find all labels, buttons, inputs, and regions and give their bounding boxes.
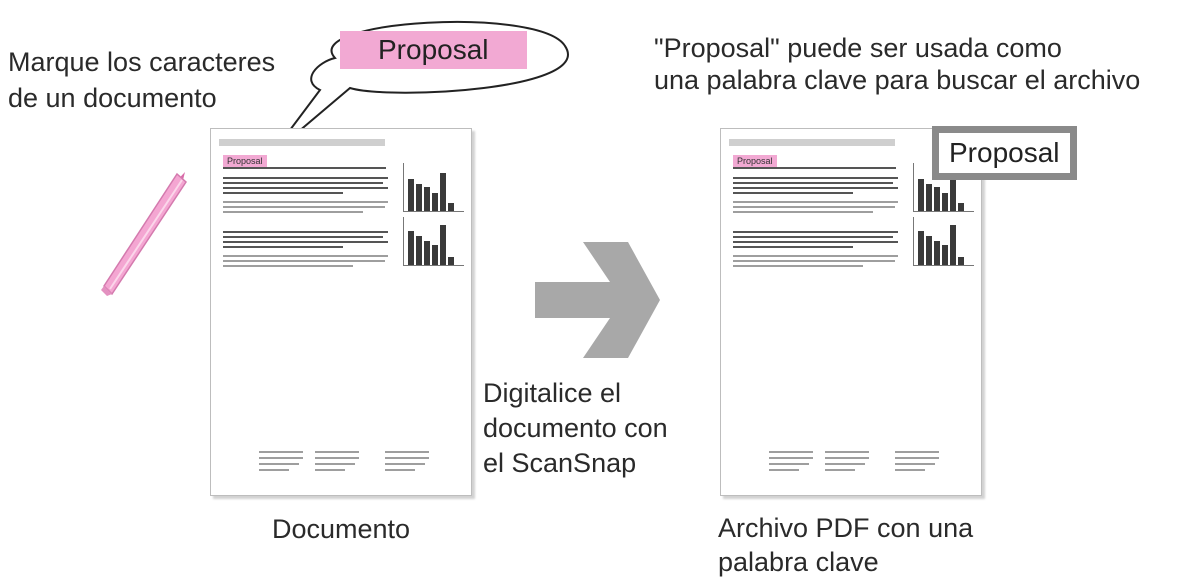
keyword-box: Proposal	[932, 126, 1077, 180]
text-line	[385, 463, 425, 465]
left-document-label: Documento	[272, 514, 411, 544]
text-line	[259, 469, 289, 471]
text-line	[223, 201, 388, 203]
pdf-document: Proposal	[720, 128, 982, 496]
text-line	[733, 236, 893, 238]
text-line	[223, 241, 388, 243]
doc-title-bar	[729, 139, 895, 146]
text-line	[223, 255, 388, 257]
text-line	[223, 246, 343, 248]
text-line	[315, 463, 355, 465]
text-line	[733, 177, 898, 179]
text-line	[223, 187, 388, 189]
text-line	[895, 457, 939, 459]
scan-text-line-3: el ScanSnap	[483, 448, 637, 478]
doc-header-rule	[223, 167, 386, 169]
right-document-label-line-1: Archivo PDF con una	[718, 513, 974, 543]
text-line	[315, 457, 359, 459]
text-line	[733, 187, 898, 189]
highlighter-marker-icon	[101, 172, 187, 296]
text-line	[733, 255, 898, 257]
text-line	[825, 469, 855, 471]
text-line	[223, 182, 383, 184]
text-line	[895, 469, 925, 471]
text-line	[825, 451, 869, 453]
text-line	[223, 236, 383, 238]
text-line	[895, 463, 935, 465]
text-line	[259, 451, 303, 453]
right-document-label-line-2: palabra clave	[718, 547, 879, 577]
mini-bar-chart	[913, 163, 974, 212]
text-line	[733, 192, 853, 194]
text-line	[223, 177, 388, 179]
text-line	[733, 241, 898, 243]
text-line	[825, 457, 869, 459]
doc-highlighted-header: Proposal	[733, 155, 777, 167]
right-arrow-icon	[535, 242, 660, 358]
text-line	[223, 231, 388, 233]
mini-bar-chart	[403, 217, 464, 266]
text-line	[825, 463, 865, 465]
text-line	[223, 192, 343, 194]
left-caption-line-2: de un documento	[8, 83, 217, 113]
text-line	[385, 451, 429, 453]
text-line	[315, 451, 359, 453]
doc-header-rule	[733, 167, 896, 169]
text-line	[385, 469, 415, 471]
mini-bar-chart	[913, 217, 974, 266]
text-line	[733, 246, 853, 248]
text-line	[733, 231, 898, 233]
text-line	[223, 265, 353, 267]
text-line	[733, 260, 895, 262]
text-line	[315, 469, 345, 471]
text-line	[223, 260, 385, 262]
right-caption-line-1: "Proposal" puede ser usada como	[654, 33, 1062, 63]
left-caption-line-1: Marque los caracteres	[8, 47, 276, 77]
text-line	[769, 457, 813, 459]
text-line	[733, 201, 898, 203]
source-document: Proposal	[210, 128, 472, 496]
text-line	[769, 451, 813, 453]
text-line	[769, 469, 799, 471]
text-line	[223, 206, 385, 208]
mini-bar-chart	[403, 163, 464, 212]
doc-highlighted-header: Proposal	[223, 155, 267, 167]
scan-text-line-1: Digitalice el	[483, 378, 622, 408]
text-line	[223, 211, 363, 213]
scan-text-line-2: documento con	[483, 413, 668, 443]
text-line	[895, 451, 939, 453]
text-line	[733, 182, 893, 184]
text-line	[769, 463, 809, 465]
bubble-keyword: Proposal	[340, 31, 527, 69]
text-line	[385, 457, 429, 459]
doc-title-bar	[219, 139, 385, 146]
text-line	[259, 463, 299, 465]
text-line	[259, 457, 303, 459]
text-line	[733, 211, 873, 213]
text-line	[733, 206, 895, 208]
text-line	[733, 265, 863, 267]
right-caption-line-2: una palabra clave para buscar el archivo	[654, 65, 1141, 95]
